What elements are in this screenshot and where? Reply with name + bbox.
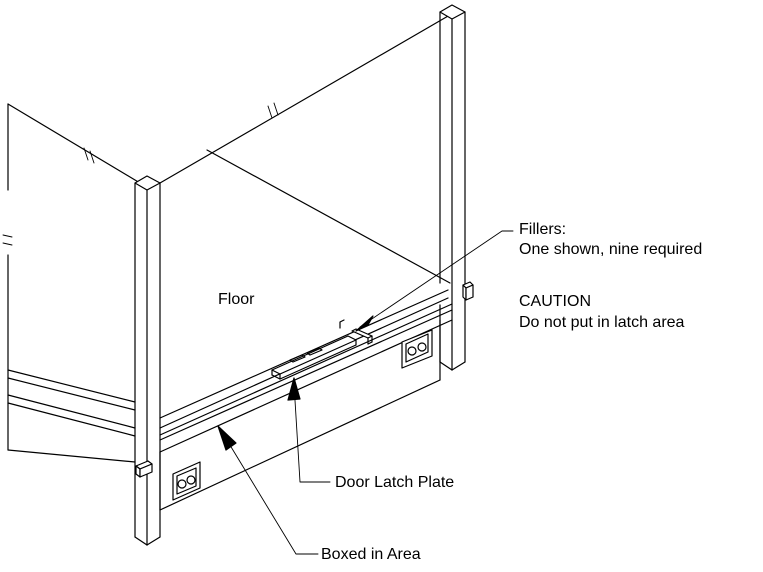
right-outlet bbox=[401, 329, 433, 369]
floor-label: Floor bbox=[218, 291, 255, 308]
fillers-note: One shown, nine required bbox=[519, 241, 703, 258]
boxed-in-area-label: Boxed in Area bbox=[321, 546, 421, 563]
back-wall bbox=[159, 11, 456, 284]
left-outlet bbox=[172, 461, 201, 501]
rear-right-post bbox=[439, 4, 466, 371]
break-marks bbox=[2, 102, 279, 246]
leader-fillers bbox=[355, 230, 514, 332]
fillers-label: Fillers: bbox=[519, 221, 567, 238]
caution-label: CAUTION bbox=[519, 293, 591, 310]
front-left-post bbox=[134, 175, 161, 546]
boxed-in-area bbox=[159, 319, 441, 511]
door-latch-plate-label: Door Latch Plate bbox=[335, 474, 455, 491]
leader-boxed-in-area bbox=[217, 425, 319, 555]
caution-note: Do not put in latch area bbox=[519, 314, 685, 331]
floor-slab bbox=[159, 289, 453, 453]
filler-piece bbox=[339, 319, 373, 345]
side-brackets bbox=[135, 281, 474, 478]
leader-door-latch-plate bbox=[287, 377, 331, 483]
left-wall-panel bbox=[7, 103, 141, 463]
door-latch-plate bbox=[271, 335, 357, 380]
